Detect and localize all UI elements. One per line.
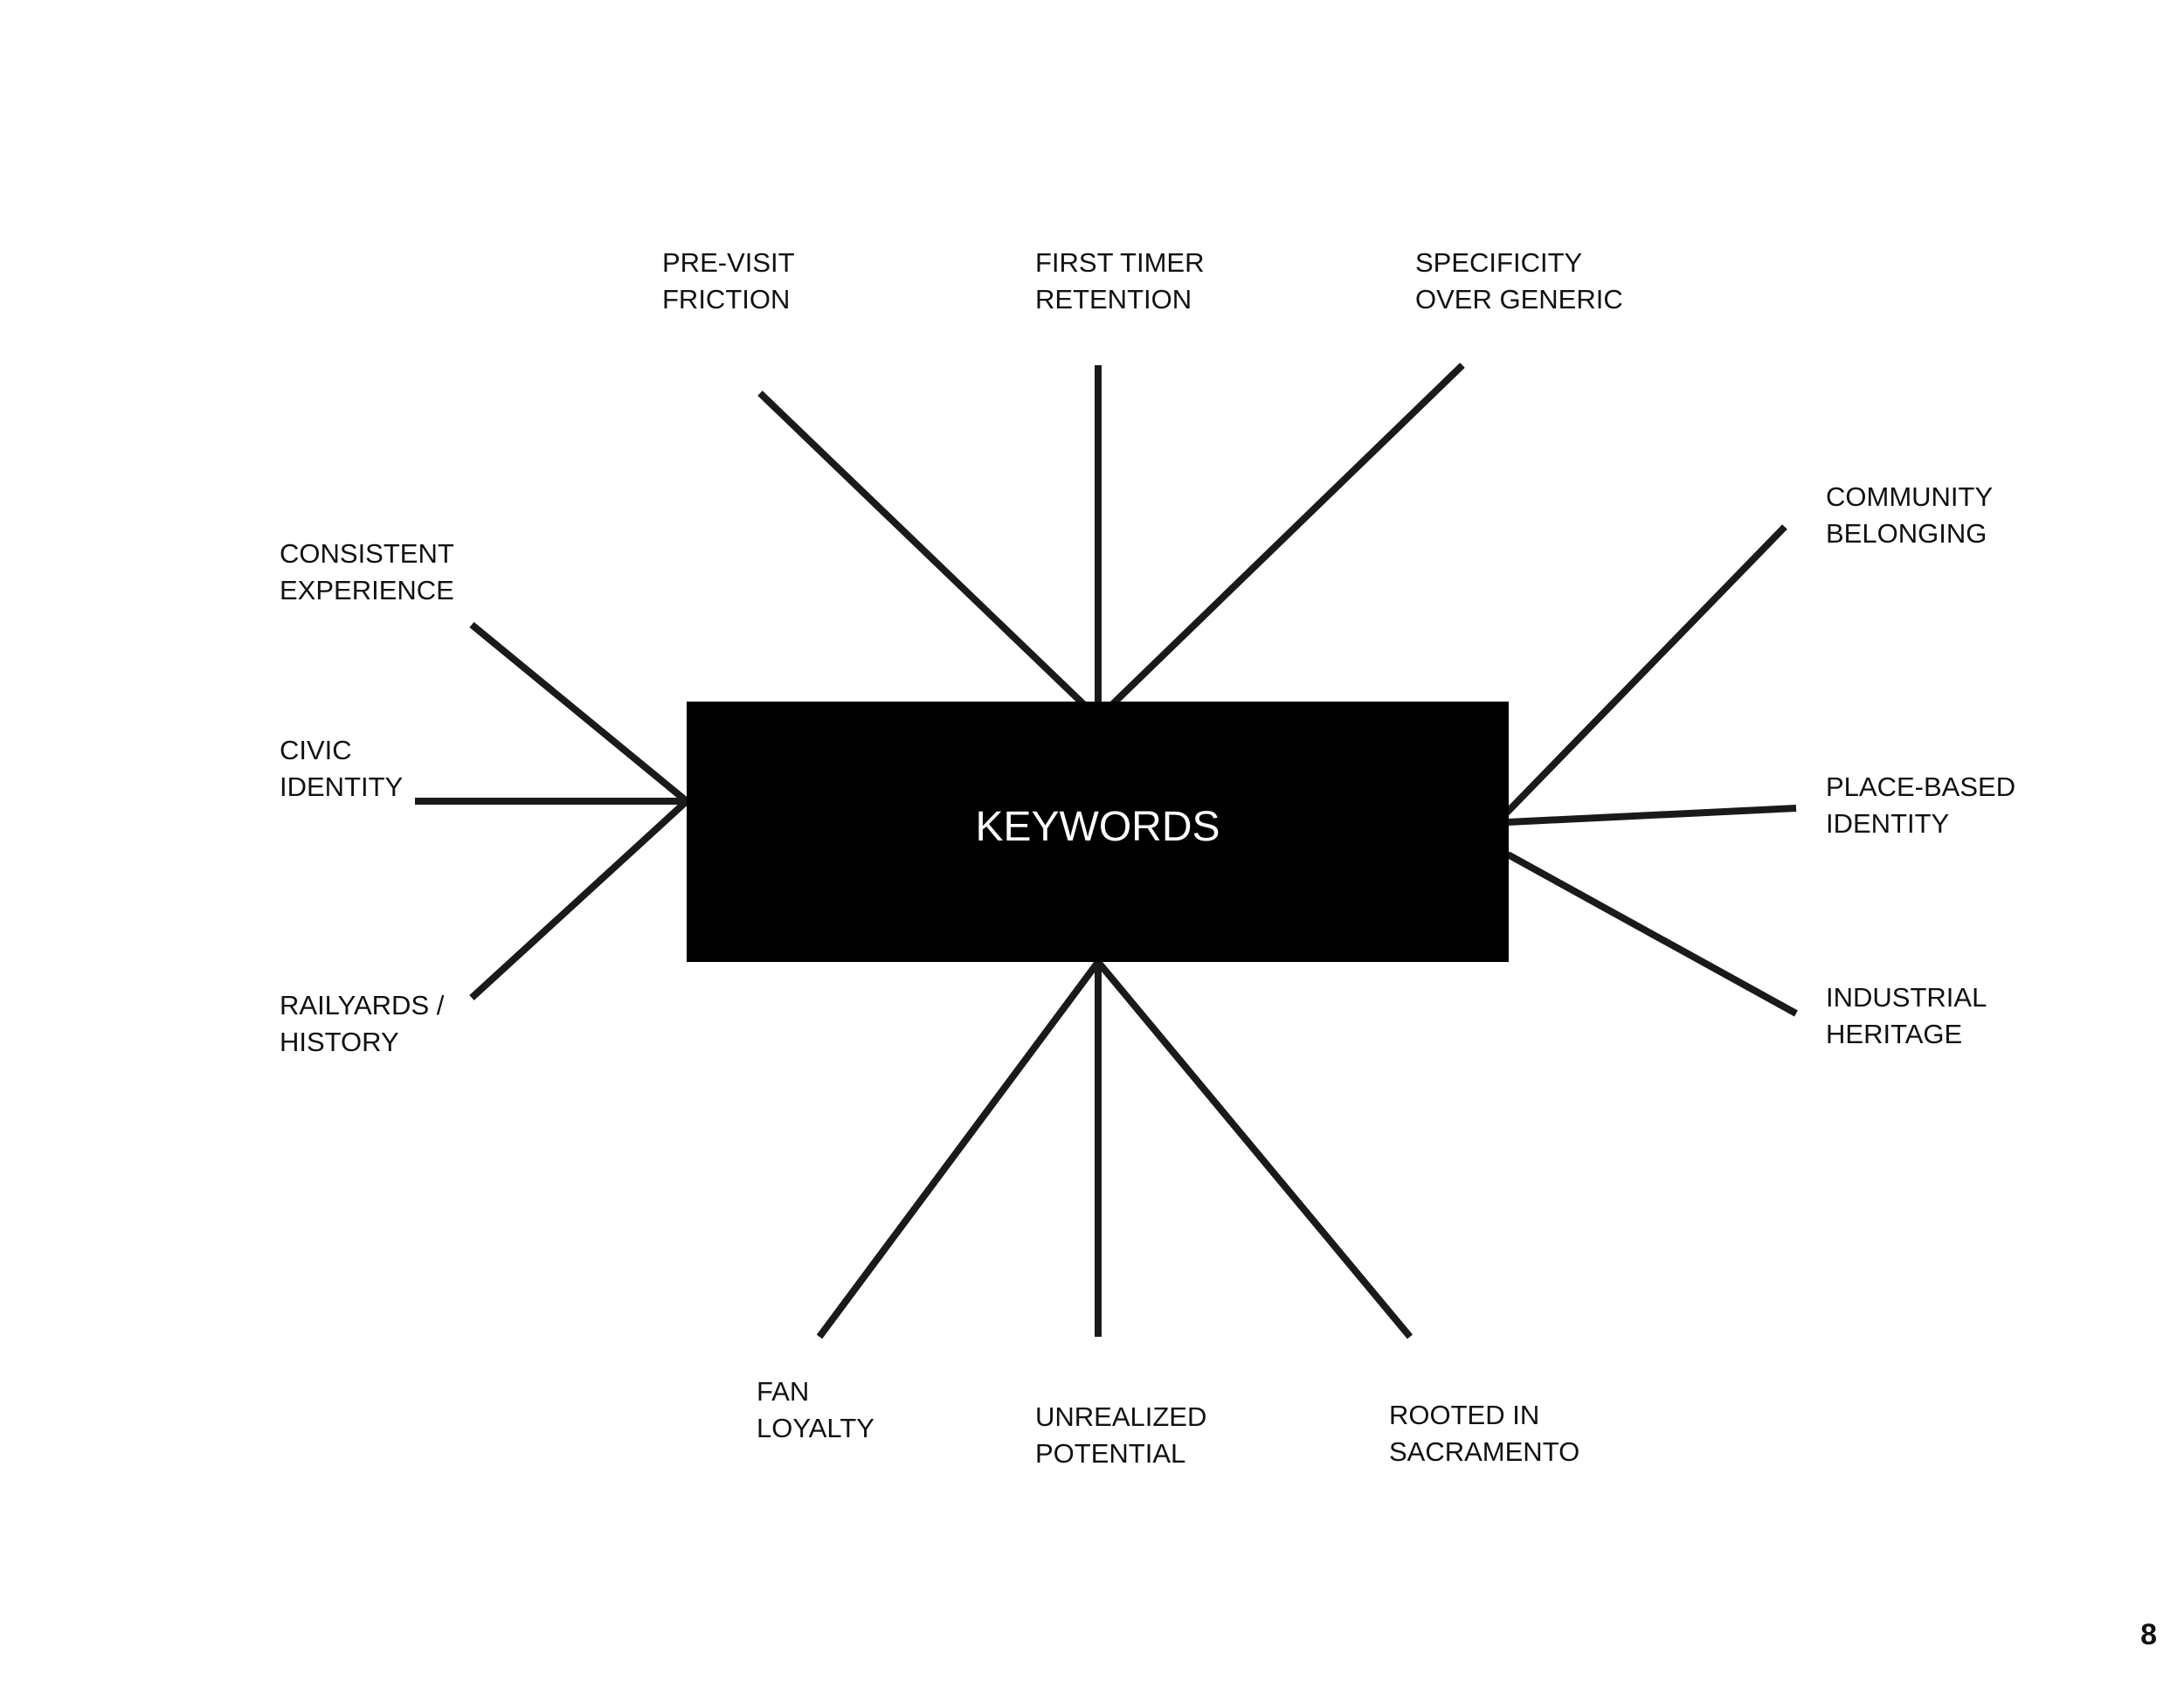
connector-line-railyards-history <box>469 799 689 1000</box>
connector-line-community-belonging <box>1500 524 1787 820</box>
center-label: KEYWORDS <box>975 803 1220 850</box>
keywords-center-box: KEYWORDS <box>687 702 1509 962</box>
keyword-industrial-heritage: INDUSTRIAL HERITAGE <box>1826 982 1987 1049</box>
connector-line-industrial-heritage <box>1506 851 1798 1017</box>
connector-line-pre-visit-friction <box>757 391 1101 721</box>
keyword-railyards-history: RAILYARDS / HISTORY <box>280 990 445 1057</box>
keyword-community-belonging: COMMUNITY BELONGING <box>1826 481 1994 549</box>
connector-line-consistent-experience <box>469 621 689 805</box>
connector-line-specificity-over-generic <box>1095 363 1465 721</box>
keyword-unrealized-potential: UNREALIZED POTENTIAL <box>1035 1401 1207 1469</box>
keyword-specificity-over-generic: SPECIFICITY OVER GENERIC <box>1415 247 1623 315</box>
page-number: 8 <box>2140 1618 2157 1651</box>
keyword-pre-visit-friction: PRE-VISIT FRICTION <box>662 247 795 315</box>
keyword-fan-loyalty: FAN LOYALTY <box>757 1376 874 1443</box>
keyword-civic-identity: CIVIC IDENTITY <box>280 735 404 802</box>
keyword-consistent-experience: CONSISTENT EXPERIENCE <box>280 538 454 605</box>
keyword-first-timer-retention: FIRST TIMER RETENTION <box>1035 247 1205 315</box>
keyword-rooted-in-sacramento: ROOTED IN SACRAMENTO <box>1389 1400 1580 1467</box>
connector-line-place-based-identity <box>1507 805 1797 826</box>
connector-line-rooted-in-sacramento <box>1095 959 1413 1339</box>
connector-line-fan-loyalty <box>816 959 1102 1339</box>
keyword-place-based-identity: PLACE-BASED IDENTITY <box>1826 771 2016 839</box>
